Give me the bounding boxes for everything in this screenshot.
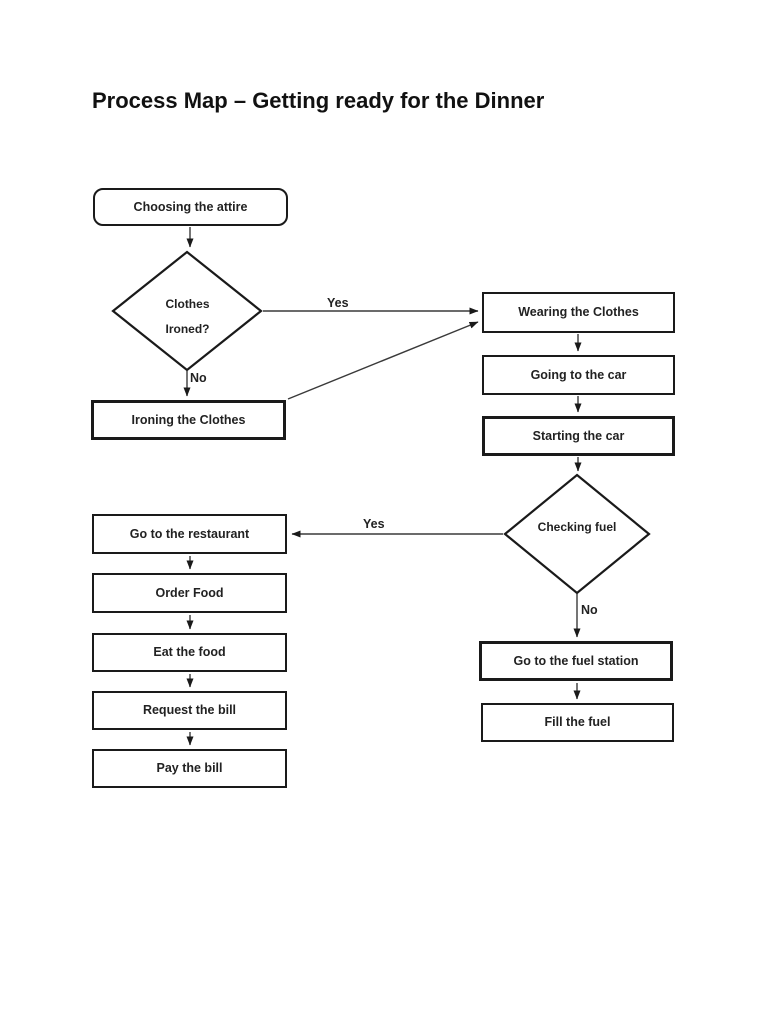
node-choosing-the-attire: Choosing the attire [93, 188, 288, 226]
node-request-the-bill: Request the bill [92, 691, 287, 730]
node-wearing-the-clothes: Wearing the Clothes [482, 292, 675, 333]
node-starting-the-car: Starting the car [482, 416, 675, 456]
edge-label-fuel-no: No [581, 603, 598, 617]
decision-checking-fuel-shape [503, 473, 651, 595]
connector-ironing-to-wearing [287, 321, 479, 400]
node-go-to-the-restaurant: Go to the restaurant [92, 514, 287, 554]
node-eat-the-food: Eat the food [92, 633, 287, 672]
node-ironing-the-clothes: Ironing the Clothes [91, 400, 286, 440]
page-title: Process Map – Getting ready for the Dinn… [92, 88, 545, 113]
node-pay-the-bill: Pay the bill [92, 749, 287, 788]
edge-label-ironed-no: No [190, 371, 207, 385]
node-fill-the-fuel: Fill the fuel [481, 703, 674, 742]
node-go-to-the-fuel-station: Go to the fuel station [479, 641, 673, 681]
decision-checking-fuel-label: Checking fuel [537, 520, 617, 534]
edge-label-fuel-yes: Yes [363, 517, 385, 531]
decision-clothes-ironed-label: Clothes Ironed? [165, 297, 210, 336]
node-going-to-the-car: Going to the car [482, 355, 675, 395]
edge-label-ironed-yes: Yes [327, 296, 349, 310]
decision-clothes-ironed-shape [111, 250, 263, 372]
node-order-food: Order Food [92, 573, 287, 613]
